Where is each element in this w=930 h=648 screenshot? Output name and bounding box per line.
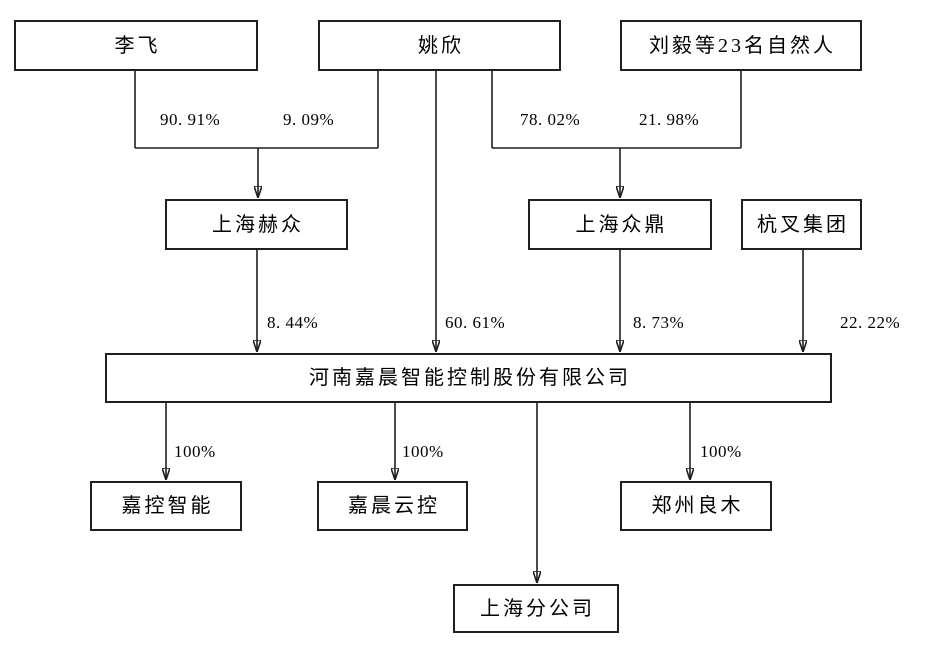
node-hangcha-group: 杭叉集团 bbox=[741, 199, 862, 250]
edge-label-hezhong-to-company: 8. 44% bbox=[267, 313, 319, 332]
node-yao-xin-label: 姚欣 bbox=[418, 34, 464, 57]
node-li-fei-label: 李飞 bbox=[114, 34, 161, 57]
node-jiachen-yunkong: 嘉晨云控 bbox=[317, 481, 468, 531]
node-shanghai-zhongding: 上海众鼎 bbox=[528, 199, 712, 250]
node-li-fei: 李飞 bbox=[14, 20, 258, 71]
node-shanghai-branch: 上海分公司 bbox=[453, 584, 619, 633]
node-hangcha-group-label: 杭叉集团 bbox=[757, 213, 849, 236]
node-jiachen-yunkong-label: 嘉晨云控 bbox=[348, 495, 440, 517]
node-henan-jiachen-company: 河南嘉晨智能控制股份有限公司 bbox=[105, 353, 832, 403]
node-zhengzhou-liangmu-label: 郑州良木 bbox=[651, 495, 744, 517]
node-liu-yi-et-al: 刘毅等23名自然人 bbox=[620, 20, 862, 71]
node-jiakong-zhineng-label: 嘉控智能 bbox=[121, 495, 214, 517]
edge-label-lifei-to-hezhong: 90. 91% bbox=[160, 110, 221, 129]
node-zhengzhou-liangmu: 郑州良木 bbox=[620, 481, 772, 531]
edge-label-yaoxin-to-zhongding: 78. 02% bbox=[520, 110, 581, 129]
node-shanghai-zhongding-label: 上海众鼎 bbox=[575, 213, 668, 236]
edge-label-company-to-yunkong: 100% bbox=[402, 442, 444, 461]
edge-label-zhongding-to-company: 8. 73% bbox=[633, 313, 685, 332]
node-jiakong-zhineng: 嘉控智能 bbox=[90, 481, 242, 531]
edge-label-company-to-liangmu: 100% bbox=[700, 442, 742, 461]
node-henan-jiachen-company-label: 河南嘉晨智能控制股份有限公司 bbox=[309, 367, 631, 389]
edge-label-yaoxin-to-company: 60. 61% bbox=[445, 313, 506, 332]
node-shanghai-branch-label: 上海分公司 bbox=[480, 597, 595, 620]
node-yao-xin: 姚欣 bbox=[318, 20, 561, 71]
node-shanghai-hezhong: 上海赫众 bbox=[165, 199, 348, 250]
edge-label-hangcha-to-company: 22. 22% bbox=[840, 313, 901, 332]
edge-label-company-to-jiakong: 100% bbox=[174, 442, 216, 461]
edge-label-yaoxin-to-hezhong: 9. 09% bbox=[283, 110, 335, 129]
edge-label-liuyi-to-zhongding: 21. 98% bbox=[639, 110, 700, 129]
node-liu-yi-et-al-label: 刘毅等23名自然人 bbox=[649, 34, 836, 57]
node-shanghai-hezhong-label: 上海赫众 bbox=[212, 213, 304, 236]
